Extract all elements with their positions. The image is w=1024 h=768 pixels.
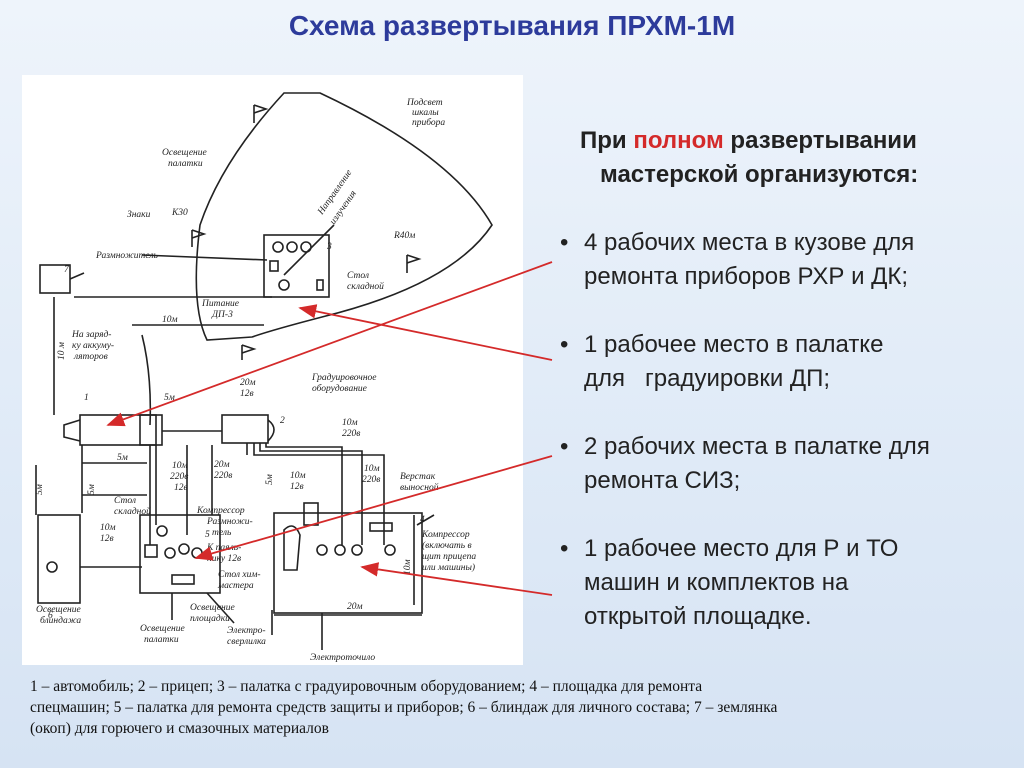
diagram-label: Размножи- — [206, 517, 253, 527]
irradiation-sector — [195, 92, 493, 341]
diagram-label: Градуировочное — [311, 372, 377, 383]
diagram-label: складной — [114, 506, 151, 517]
diagram-label: Стол — [114, 496, 136, 506]
diagram-label: 220в — [362, 475, 380, 485]
diagram-label: 10м — [342, 418, 358, 428]
diagram-label: К30 — [171, 208, 188, 218]
diagram-label: Подсвет — [406, 97, 443, 108]
diagram-label: прибора — [412, 117, 445, 128]
diagram-label: щит прицепа — [422, 552, 476, 562]
diagram-label: 10м — [403, 559, 413, 575]
diagram-label: 20м — [240, 378, 256, 388]
diagram-label: нику 12в — [207, 554, 241, 564]
diagram-label: Освещение — [190, 603, 235, 613]
bullet-icon: • — [560, 433, 569, 460]
bullet-item: • 4 рабочих места в кузове для ремонта п… — [560, 226, 1010, 294]
deployment-scheme: Подсвет шкалы прибора Освещение палатки … — [22, 75, 523, 665]
diagram-label: 220в — [170, 472, 188, 482]
diagram-label: Компрессор — [421, 530, 470, 540]
diagram-label: площадки — [190, 613, 230, 624]
diagram-label: 10м — [290, 471, 306, 481]
diagram-label: 20м — [214, 460, 230, 470]
diagram-label: 10м — [162, 315, 178, 325]
diagram-label: Компрессор — [196, 506, 245, 516]
slide-title: Схема развертывания ПРХМ-1М — [288, 10, 736, 41]
diagram-label: 10м — [172, 461, 188, 471]
diagram-label: Электро- — [227, 626, 266, 636]
diagram-label: Верстак — [400, 472, 436, 482]
diagram-label: 5м — [265, 474, 275, 485]
diagram-label: 220в — [342, 429, 360, 439]
diagram-label: или машины) — [422, 562, 475, 573]
diagram-label: палатки — [168, 159, 203, 169]
diagram-label: 220в — [214, 471, 232, 481]
diagram-label: К паяль- — [206, 543, 241, 553]
diagram-label: мастера — [217, 581, 254, 591]
diagram-label: 5м — [87, 484, 97, 495]
diagram-label: 10 м — [57, 342, 67, 360]
diagram-label: ку аккуму- — [72, 341, 114, 351]
diagram-label: Освещение — [140, 624, 185, 634]
diagram-label: ляторов — [73, 352, 108, 362]
diagram-label: ДП-3 — [211, 310, 233, 320]
diagram-label: 12в — [240, 389, 254, 399]
diagram-label: На заряд- — [71, 329, 111, 340]
figure-caption: 1 – автомобиль; 2 – прицеп; 3 – палатка … — [30, 678, 778, 737]
shelter-6 — [37, 514, 81, 604]
diagram-label: 20м — [347, 602, 363, 612]
diagram-label: палатки — [144, 635, 179, 645]
diagram-label: 5м — [35, 484, 45, 495]
diagram-label: R40м — [393, 231, 415, 241]
diagram-label: Стол хим- — [218, 570, 261, 580]
scheme-drawing: Подсвет шкалы прибора Освещение палатки … — [35, 92, 493, 663]
diagram-label: 5м — [164, 393, 175, 403]
diagram-label: 12в — [100, 534, 114, 544]
bullet-item: • 2 рабочих места в палатке для ремонта … — [560, 430, 1010, 498]
diagram-label: 12в — [174, 483, 188, 493]
diagram-label: Питание — [201, 299, 239, 309]
bullet-item: • 1 рабочее место для Р и ТО машин и ком… — [560, 532, 1010, 634]
diagram-label: блиндажа — [40, 615, 81, 626]
diagram-label: 3 — [326, 242, 332, 252]
diagram-label: 6 — [48, 611, 53, 621]
diagram-label: Размножитель — [95, 251, 159, 261]
diagram-label: складной — [347, 281, 384, 292]
diagram-label: 12в — [290, 482, 304, 492]
diagram-label: (включать в — [422, 540, 472, 551]
diagram-label: Электроточило — [310, 653, 375, 663]
intro-highlight: полном — [633, 127, 724, 154]
diagram-label: тель — [212, 528, 232, 538]
diagram-label: сверлилка — [227, 637, 266, 647]
diagram-label: выносной — [400, 482, 439, 493]
diagram-label: 4 — [420, 515, 425, 525]
diagram-label: Стол — [347, 271, 369, 281]
diagram-label: шкалы — [412, 108, 439, 118]
diagram-label: Освещение — [162, 148, 207, 158]
diagram-label: 2 — [280, 416, 285, 426]
diagram-label: Освещение — [36, 605, 81, 615]
diagram-label: 5м — [117, 453, 128, 463]
bullet-icon: • — [560, 535, 569, 562]
diagram-label: Знаки — [127, 210, 151, 220]
diagram-label: 10м — [100, 523, 116, 533]
diagram-label: 7 — [64, 265, 70, 275]
trailer-2 — [221, 414, 269, 444]
diagram-label: 1 — [84, 393, 89, 403]
bullet-icon: • — [560, 331, 569, 358]
bullet-item: • 1 рабочее место в палатке для градуиро… — [560, 328, 1010, 396]
diagram-label: 10м — [364, 464, 380, 474]
diagram-label: оборудование — [312, 383, 367, 394]
intro-text: При полном развертывании мастерской орга… — [580, 127, 919, 188]
diagram-label: 5 — [205, 530, 210, 540]
bullet-icon: • — [560, 229, 569, 256]
